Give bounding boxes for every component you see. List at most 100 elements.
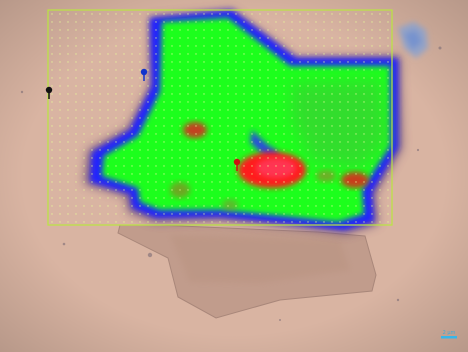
grid-dot (323, 93, 325, 95)
grid-dot (107, 53, 109, 55)
grid-dot (235, 141, 237, 143)
grid-dot (75, 53, 77, 55)
grid-dot (243, 141, 245, 143)
grid-dot (235, 189, 237, 191)
grid-dot (267, 125, 269, 127)
grid-dot (51, 157, 53, 159)
grid-dot (323, 197, 325, 199)
grid-dot (355, 77, 357, 79)
grid-dot (267, 45, 269, 47)
marker-blue[interactable] (140, 68, 148, 81)
grid-dot (91, 173, 93, 175)
grid-dot (331, 37, 333, 39)
grid-dot (243, 101, 245, 103)
grid-dot (251, 101, 253, 103)
grid-dot (195, 133, 197, 135)
grid-dot (387, 101, 389, 103)
grid-dot (91, 53, 93, 55)
grid-dot (323, 117, 325, 119)
grid-dot (267, 109, 269, 111)
grid-dot (275, 101, 277, 103)
grid-dot (275, 133, 277, 135)
grid-dot (227, 109, 229, 111)
grid-dot (139, 181, 141, 183)
grid-dot (235, 13, 237, 15)
grid-dot (347, 149, 349, 151)
grid-dot (59, 173, 61, 175)
grid-dot (355, 69, 357, 71)
grid-dot (259, 213, 261, 215)
grid-dot (195, 53, 197, 55)
grid-dot (251, 21, 253, 23)
grid-dot (59, 37, 61, 39)
grid-dot (331, 61, 333, 63)
grid-dot (195, 109, 197, 111)
grid-dot (219, 117, 221, 119)
grid-dot (219, 149, 221, 151)
grid-dot (323, 21, 325, 23)
grid-dot (339, 197, 341, 199)
grid-dot (115, 189, 117, 191)
grid-dot (379, 93, 381, 95)
grid-dot (59, 157, 61, 159)
grid-dot (235, 181, 237, 183)
grid-dot (371, 85, 373, 87)
grid-dot (147, 69, 149, 71)
grid-dot (355, 93, 357, 95)
grid-dot (291, 205, 293, 207)
grid-dot (211, 101, 213, 103)
grid-dot (275, 165, 277, 167)
grid-dot (243, 61, 245, 63)
grid-dot (91, 133, 93, 135)
grid-dot (259, 77, 261, 79)
grid-dot (139, 133, 141, 135)
grid-dot (171, 45, 173, 47)
grid-dot (315, 165, 317, 167)
grid-dot (107, 205, 109, 207)
grid-dot (315, 93, 317, 95)
grid-dot (347, 165, 349, 167)
grid-dot (387, 61, 389, 63)
grid-dot (315, 101, 317, 103)
grid-dot (115, 109, 117, 111)
grid-dot (243, 69, 245, 71)
grid-dot (363, 53, 365, 55)
grid-dot (203, 69, 205, 71)
grid-dot (107, 13, 109, 15)
grid-dot (211, 85, 213, 87)
grid-dot (371, 221, 373, 223)
marker-black[interactable] (45, 86, 53, 99)
grid-dot (283, 117, 285, 119)
marker-red[interactable] (233, 158, 241, 171)
grid-dot (219, 189, 221, 191)
grid-dot (99, 173, 101, 175)
grid-dot (187, 85, 189, 87)
grid-dot (331, 117, 333, 119)
grid-dot (91, 157, 93, 159)
grid-dot (107, 221, 109, 223)
grid-dot (123, 101, 125, 103)
grid-dot (75, 85, 77, 87)
grid-dot (107, 77, 109, 79)
grid-dot (259, 125, 261, 127)
grid-dot (283, 213, 285, 215)
grid-dot (195, 149, 197, 151)
grid-dot (131, 173, 133, 175)
grid-dot (363, 125, 365, 127)
grid-dot (259, 141, 261, 143)
grid-dot (179, 133, 181, 135)
grid-dot (155, 173, 157, 175)
scale-bar-label: 2 μm (443, 330, 456, 336)
grid-dot (307, 101, 309, 103)
grid-dot (275, 189, 277, 191)
grid-dot (323, 53, 325, 55)
grid-dot (339, 149, 341, 151)
grid-dot (203, 221, 205, 223)
grid-dot (107, 61, 109, 63)
grid-dot (283, 13, 285, 15)
grid-dot (59, 77, 61, 79)
grid-dot (331, 45, 333, 47)
grid-dot (123, 77, 125, 79)
grid-dot (211, 133, 213, 135)
grid-dot (363, 117, 365, 119)
